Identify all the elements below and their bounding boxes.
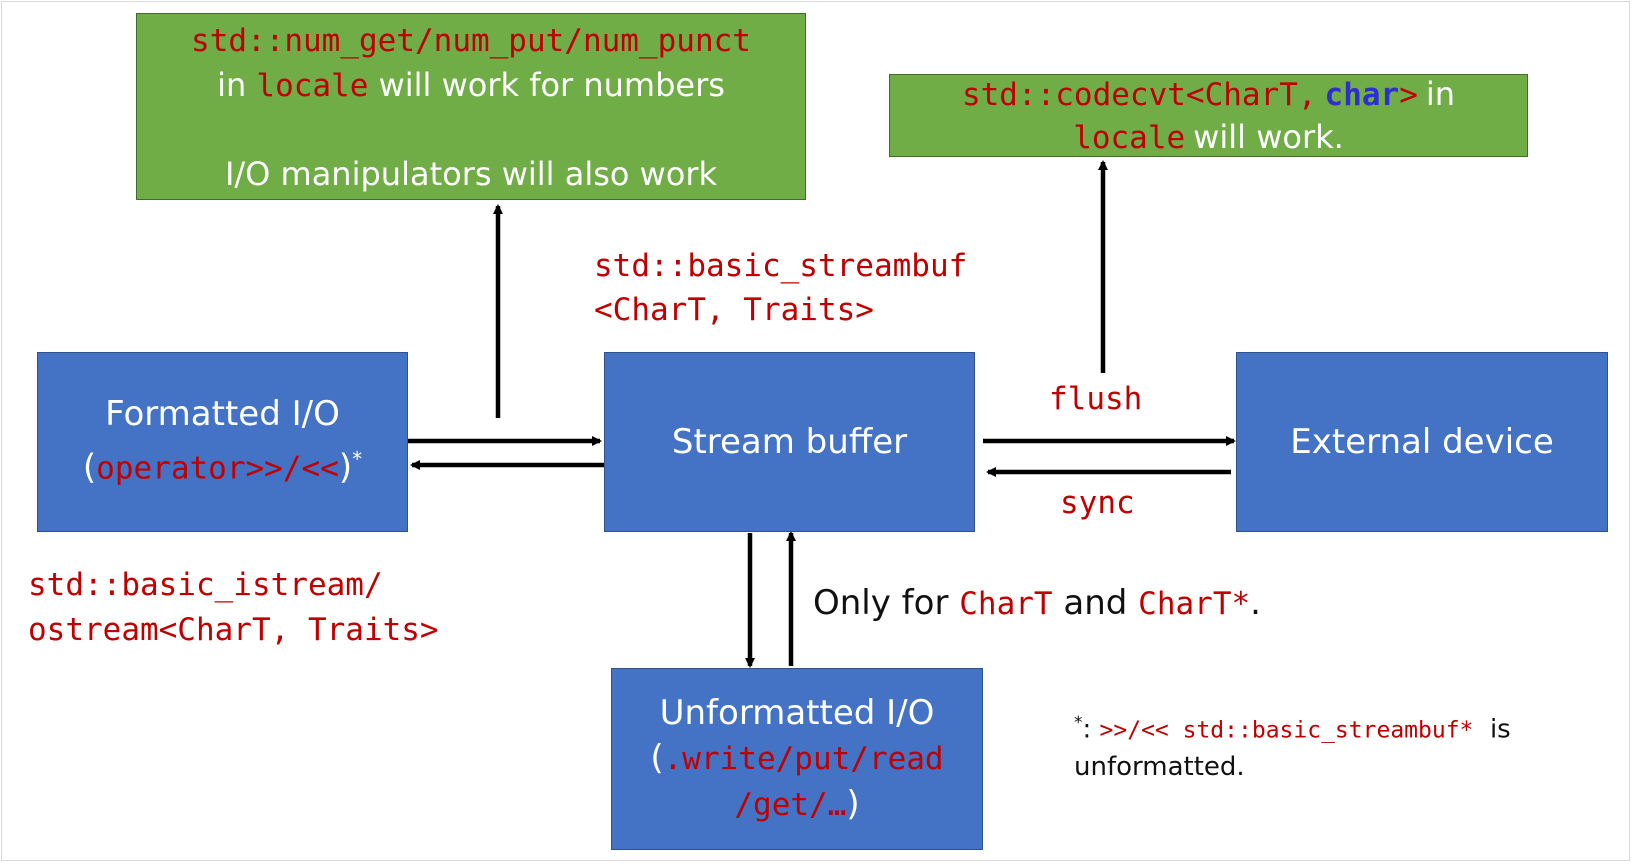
operator-code: operator>>/<< [96,450,339,487]
codecvt-locale-code: locale [1073,119,1186,156]
formatted-io-title: Formatted I/O [105,394,340,435]
codecvt-will-work: will work. [1193,117,1344,156]
unformatted-paren-open: ( [650,737,664,778]
unformatted-io-methods-line1: (.write/put/read [650,736,943,782]
unformatted-io-title: Unformatted I/O [659,692,935,733]
flush-label: flush [1049,381,1143,417]
num-facets-code: std::num_get/num_put/num_punct [191,23,751,59]
only-for-note: Only for CharT and CharT*. [813,583,1261,623]
formatted-io-operators: (operator>>/<<)* [83,437,362,491]
footnote-code: >>/<< std::basic_streambuf* [1099,717,1474,744]
locale-line-post: will work for numbers [378,66,725,104]
footnote-star: * [352,447,363,472]
istream-ostream-type-label: std::basic_istream/ ostream<CharT, Trait… [28,563,439,653]
unformatted-methods-code-1: .write/put/read [663,740,944,777]
istream-type-line2: ostream<CharT, Traits> [28,612,439,648]
locale-line-pre: in [217,66,247,104]
footnote-marker: * [1074,713,1083,733]
codecvt-close: > [1399,76,1418,113]
only-for-period: . [1250,583,1261,623]
unformatted-methods-code-2: /get/… [734,786,847,823]
locale-line: in locale will work for numbers [217,63,725,108]
istream-type-line1: std::basic_istream/ [28,567,383,603]
stream-buffer-title: Stream buffer [671,422,908,462]
footnote-line1: *: >>/<< std::basic_streambuf* is [1074,705,1614,749]
unformatted-io-methods-line2: /get/…) [734,782,859,828]
unformatted-paren-close: ) [846,783,860,824]
streambuf-type-label: std::basic_streambuf <CharT, Traits> [594,244,967,332]
codecvt-box: std::codecvt<CharT, char> in locale will… [889,74,1528,157]
stream-buffer-box: Stream buffer [604,352,975,532]
codecvt-in: in [1425,74,1456,113]
footnote-is: is [1489,714,1511,745]
footnote-colon: : [1082,714,1092,745]
formatted-io-box: Formatted I/O (operator>>/<<)* [37,352,408,532]
locale-code: locale [256,68,369,104]
external-device-box: External device [1236,352,1608,532]
char-keyword: char [1324,76,1400,113]
formatted-paren-close: ) [338,447,353,488]
streambuf-type-line2: <CharT, Traits> [594,292,874,328]
chart-code: CharT [959,586,1053,622]
external-device-title: External device [1290,422,1554,462]
locale-facets-box: std::num_get/num_put/num_punct in locale… [136,13,806,200]
manipulators-line: I/O manipulators will also work [224,155,718,193]
footnote-line2: unformatted. [1074,751,1245,782]
codecvt-code: std::codecvt<CharT, [961,76,1317,113]
only-for-pre: Only for [813,583,949,623]
codecvt-line2: locale will work. [1073,116,1344,159]
unformatted-io-box: Unformatted I/O (.write/put/read /get/…) [611,668,983,850]
streambuf-type-line1: std::basic_streambuf [594,248,968,284]
footnote: *: >>/<< std::basic_streambuf* is unform… [1074,705,1614,785]
formatted-paren-open: ( [82,447,97,488]
chart-ptr-code: CharT* [1138,586,1251,622]
codecvt-line1: std::codecvt<CharT, char> in [962,73,1455,116]
only-for-and: and [1063,583,1128,623]
sync-label: sync [1060,485,1135,521]
